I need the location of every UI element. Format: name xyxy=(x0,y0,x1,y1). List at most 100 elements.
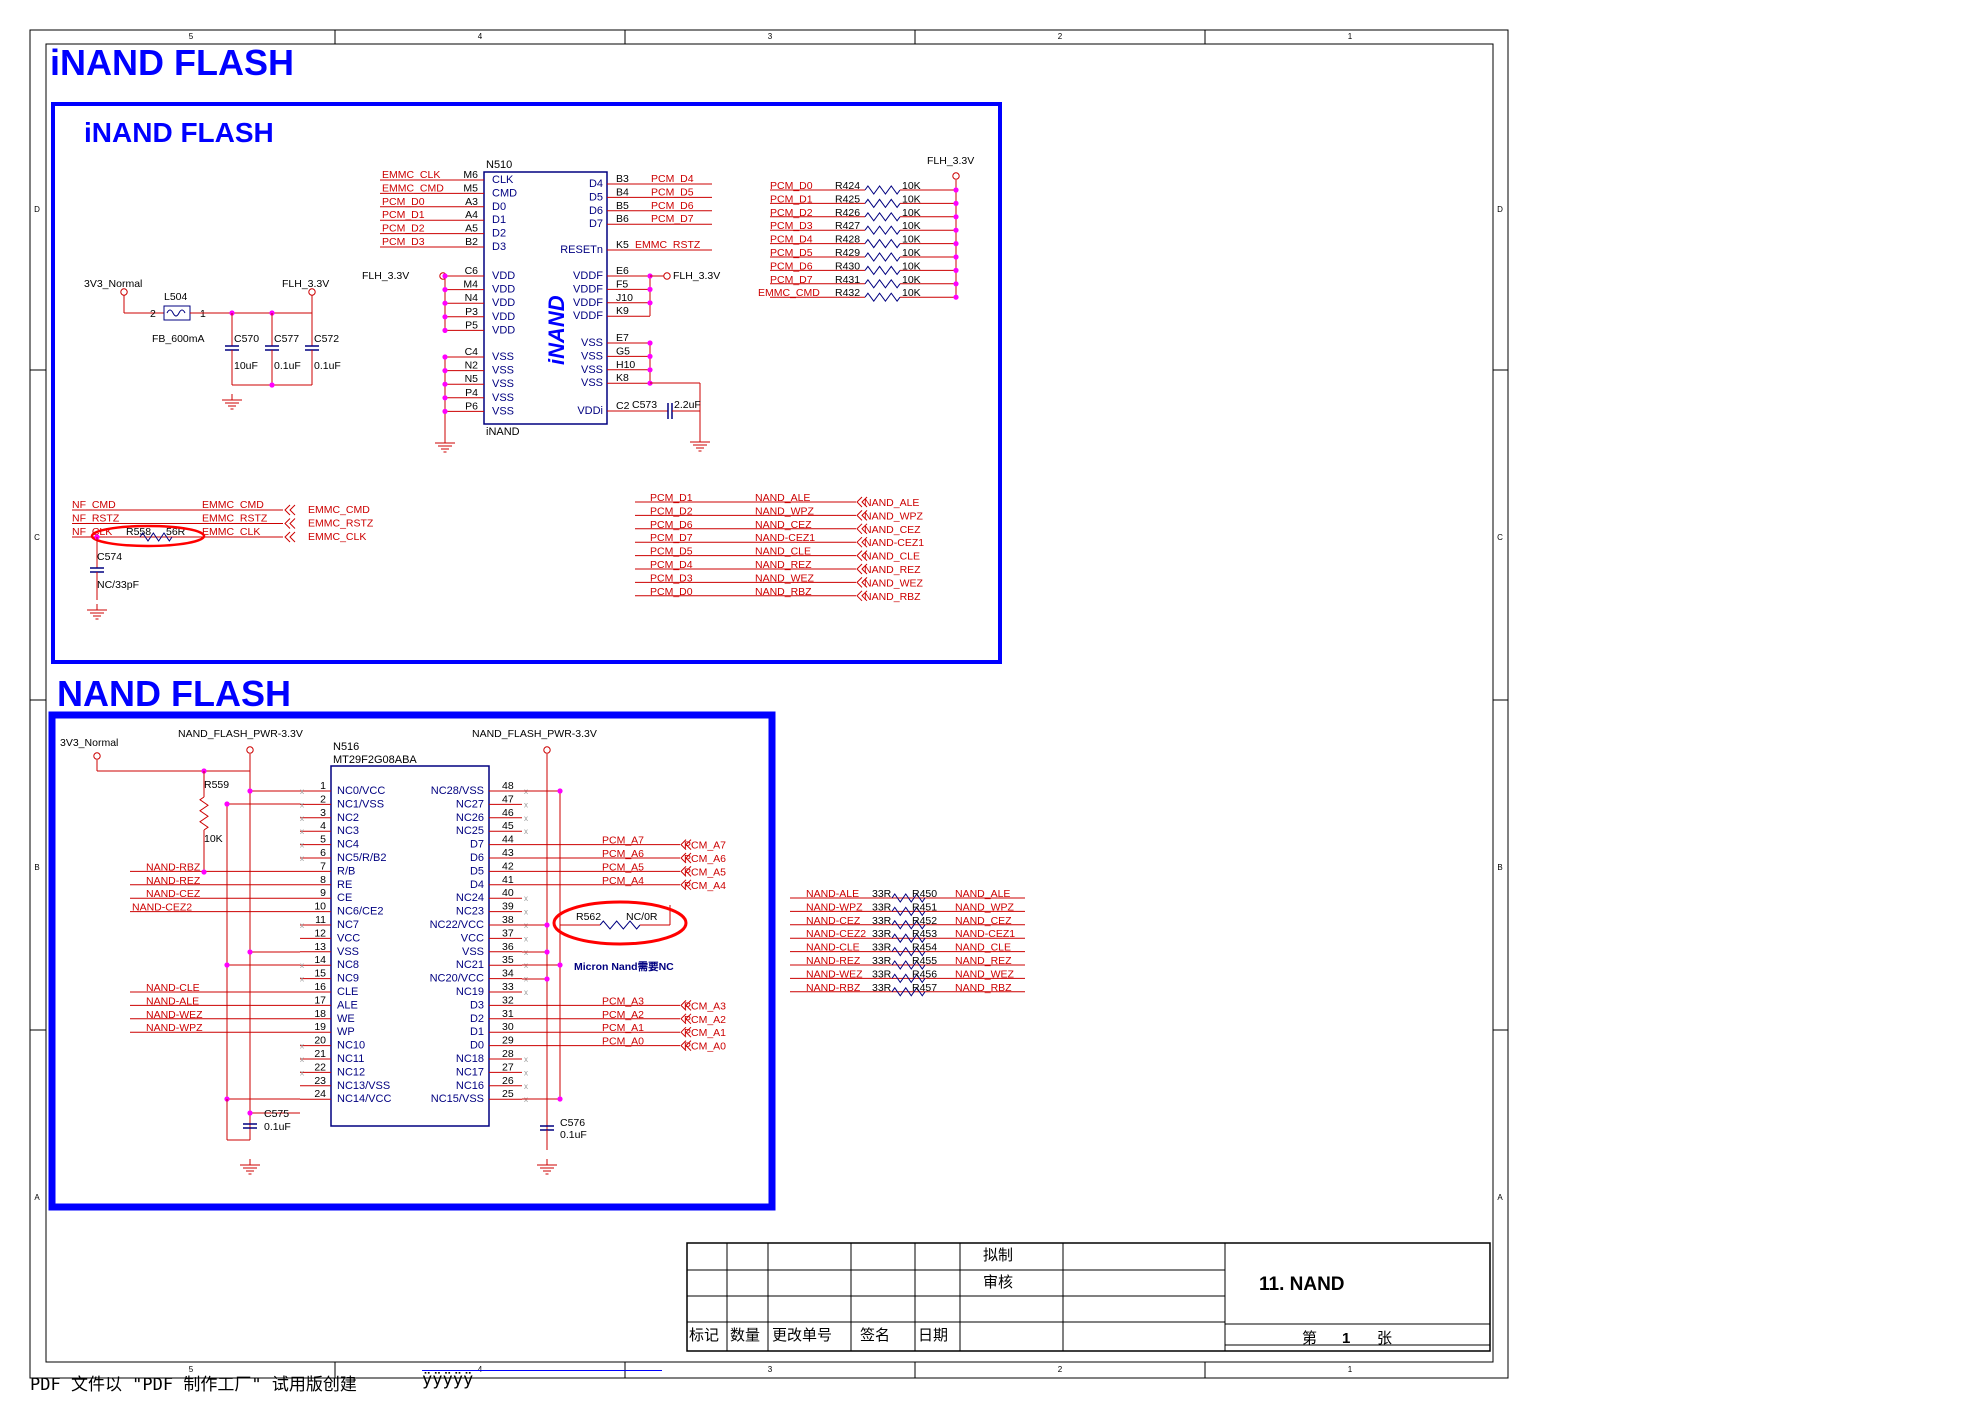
inand-reset-net: EMMC_RSTZ xyxy=(635,239,701,251)
junction-dot xyxy=(442,273,448,279)
nand-right-pin-num: 45 xyxy=(502,820,514,832)
pullup-net: PCM_D5 xyxy=(770,247,813,259)
pullup-value: 10K xyxy=(902,287,921,299)
nc-mark: x xyxy=(524,894,528,903)
junction-dot xyxy=(953,227,959,233)
nand-left-pin-num: 23 xyxy=(314,1075,326,1087)
nand-right-port: PCM_A6 xyxy=(684,853,726,865)
bead-body xyxy=(163,305,191,321)
tb-col-mark: 标记 xyxy=(689,1327,719,1344)
nand-right-net: PCM_A2 xyxy=(602,1009,644,1021)
junction-dot xyxy=(557,962,563,968)
pcm-port: NAND_WPZ xyxy=(864,510,924,522)
pullup-value: 10K xyxy=(902,247,921,259)
pullup-net: PCM_D3 xyxy=(770,220,813,232)
nand-right-pin-num: 40 xyxy=(502,887,514,899)
inand-left-ball: M5 xyxy=(463,182,478,194)
junction-dot xyxy=(647,286,653,292)
nand-left-pin-name: NC9 xyxy=(337,973,359,985)
emmc-left: NF_CMD xyxy=(72,499,116,511)
nand-right-pin-num: 41 xyxy=(502,874,514,886)
junction-dot xyxy=(442,314,448,320)
series-right: NAND_WEZ xyxy=(955,968,1015,980)
nand-left-pin-name: NC1/VSS xyxy=(337,798,384,810)
vss-right-pin: VSS xyxy=(581,364,603,376)
nand-right-pin-num: 48 xyxy=(502,780,514,792)
nand-right-net: PCM_A7 xyxy=(602,835,644,847)
junction-dot xyxy=(953,241,959,247)
series-left: NAND-ALE xyxy=(806,888,859,900)
pullup-net: PCM_D6 xyxy=(770,260,813,272)
nand-left-pin-name: NC14/VCC xyxy=(337,1093,391,1105)
junction-dot xyxy=(442,395,448,401)
nand-right-pin-name: NC28/VSS xyxy=(431,785,484,797)
nand-right-pin-name: NC25 xyxy=(456,825,484,837)
nand-left-pin-name: NC4 xyxy=(337,839,359,851)
r559-resistor xyxy=(199,796,209,831)
nand-right-port: PCM_A5 xyxy=(684,866,726,878)
junction-dot xyxy=(953,200,959,206)
zone-row-right: D xyxy=(1497,205,1503,214)
r559-ref: R559 xyxy=(204,779,229,791)
nand-left-pin-num: 4 xyxy=(320,820,326,832)
inand-right-net: PCM_D6 xyxy=(651,200,694,212)
nand-left-pin-num: 15 xyxy=(314,968,326,980)
junction-dot xyxy=(442,368,448,374)
pullup-value: 10K xyxy=(902,207,921,219)
pcm-left: PCM_D4 xyxy=(650,559,693,571)
vddf-ball: J10 xyxy=(616,292,633,304)
offpage-port xyxy=(856,590,868,602)
vdd-pin: VDD xyxy=(492,311,515,323)
nand-right-net: PCM_A4 xyxy=(602,875,644,887)
zone-row-right: C xyxy=(1497,533,1503,542)
outer-border xyxy=(29,29,1509,1379)
nand-right-pin-name: NC18 xyxy=(456,1053,484,1065)
pcm-port: NAND-CEZ1 xyxy=(864,537,924,549)
pullup-value: 10K xyxy=(902,180,921,192)
nc-mark: x xyxy=(524,908,528,917)
nc-mark: x xyxy=(300,827,304,836)
junction-dot xyxy=(224,962,230,968)
series-ref: R455 xyxy=(912,955,937,967)
nand-left-pin-num: 2 xyxy=(320,793,326,805)
emmc-mid: EMMC_CLK xyxy=(202,526,260,538)
series-right: NAND_ALE xyxy=(955,888,1010,900)
nand-right-net: PCM_A0 xyxy=(602,1036,644,1048)
nand-right-pin-num: 42 xyxy=(502,860,514,872)
footer-link[interactable]: ÿÿÿÿÿ xyxy=(422,1370,474,1390)
c574-ref: C574 xyxy=(97,551,122,563)
bead-pin1: 1 xyxy=(200,308,206,320)
junction-dot xyxy=(201,869,207,875)
nand-left-pin-num: 20 xyxy=(314,1035,326,1047)
nand-left-net: NAND-CEZ2 xyxy=(132,902,192,914)
vddf-pin: VDDF xyxy=(573,283,603,295)
junction-dot xyxy=(953,267,959,273)
nc-mark: x xyxy=(524,814,528,823)
vss-right-ball: H10 xyxy=(616,359,635,371)
nand-src: 3V3_Normal xyxy=(60,737,118,749)
nand-left-net: NAND-WEZ xyxy=(146,1009,203,1021)
series-ref: R456 xyxy=(912,968,937,980)
nand-left-net: NAND-ALE xyxy=(146,995,199,1007)
nc-mark: x xyxy=(300,961,304,970)
nc-mark: x xyxy=(300,854,304,863)
series-value: 33R xyxy=(872,955,892,967)
nand-right-port: PCM_A1 xyxy=(684,1027,726,1039)
c575-value: 0.1uF xyxy=(264,1121,291,1133)
series-ref: R452 xyxy=(912,915,937,927)
nand-right-pin-name: D0 xyxy=(470,1040,484,1052)
series-left: NAND-WEZ xyxy=(806,968,863,980)
nand-left-pin-num: 14 xyxy=(314,954,326,966)
series-resistor xyxy=(891,933,926,944)
nand-right-port: PCM_A7 xyxy=(684,840,726,852)
vddf-pin: VDDF xyxy=(573,270,603,282)
nand-right-pin-name: NC21 xyxy=(456,959,484,971)
nand-right-pin-num: 36 xyxy=(502,941,514,953)
nand-left-net: NAND-CLE xyxy=(146,982,200,994)
nand-right-pin-num: 25 xyxy=(502,1088,514,1100)
nc-mark: x xyxy=(524,934,528,943)
